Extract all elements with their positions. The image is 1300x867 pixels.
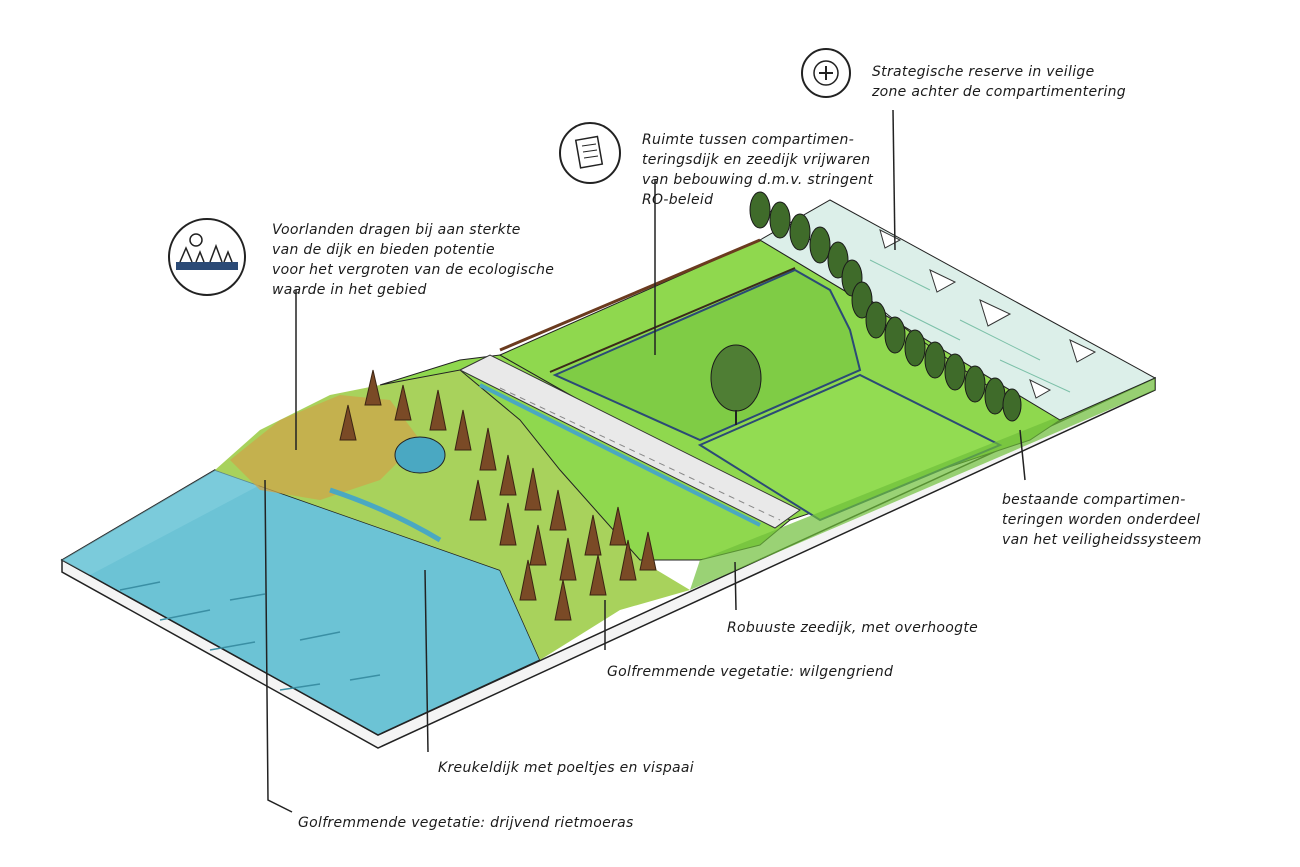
leader-lines	[264, 109, 1026, 813]
annotation-strategic-reserve: Strategische reserve in veilige zone ach…	[872, 64, 1126, 100]
pools	[329, 436, 446, 543]
annotation-reed-marsh: Golfremmende vegetatie: drijvend rietmoe…	[298, 815, 634, 831]
annotation-robust-sea-dike: Robuuste zeedijk, met overhoogte	[727, 620, 979, 636]
annotation-crinkle-dike: Kreukeldijk met poeltjes en vispaai	[438, 760, 694, 776]
annotation-forelands: Voorlanden dragen bij aan sterkte van de…	[272, 222, 555, 298]
annotation-willow-vegetation: Golfremmende vegetatie: wilgengriend	[607, 664, 894, 680]
dike-road	[458, 354, 801, 529]
annotation-space-between-dikes: Ruimte tussen compartimen- teringsdijk e…	[642, 132, 874, 208]
ditches	[479, 238, 796, 527]
landscape-icon	[168, 218, 246, 296]
plus-icon	[801, 48, 851, 98]
agricultural-zone	[759, 199, 1157, 421]
tree-row	[710, 191, 1022, 425]
document-icon	[559, 122, 621, 184]
reed-marsh	[215, 370, 690, 660]
willow-thicket	[339, 369, 657, 621]
grass-areas	[379, 239, 1155, 590]
annotation-existing-compartments: bestaande compartimen- teringen worden o…	[1002, 492, 1202, 548]
